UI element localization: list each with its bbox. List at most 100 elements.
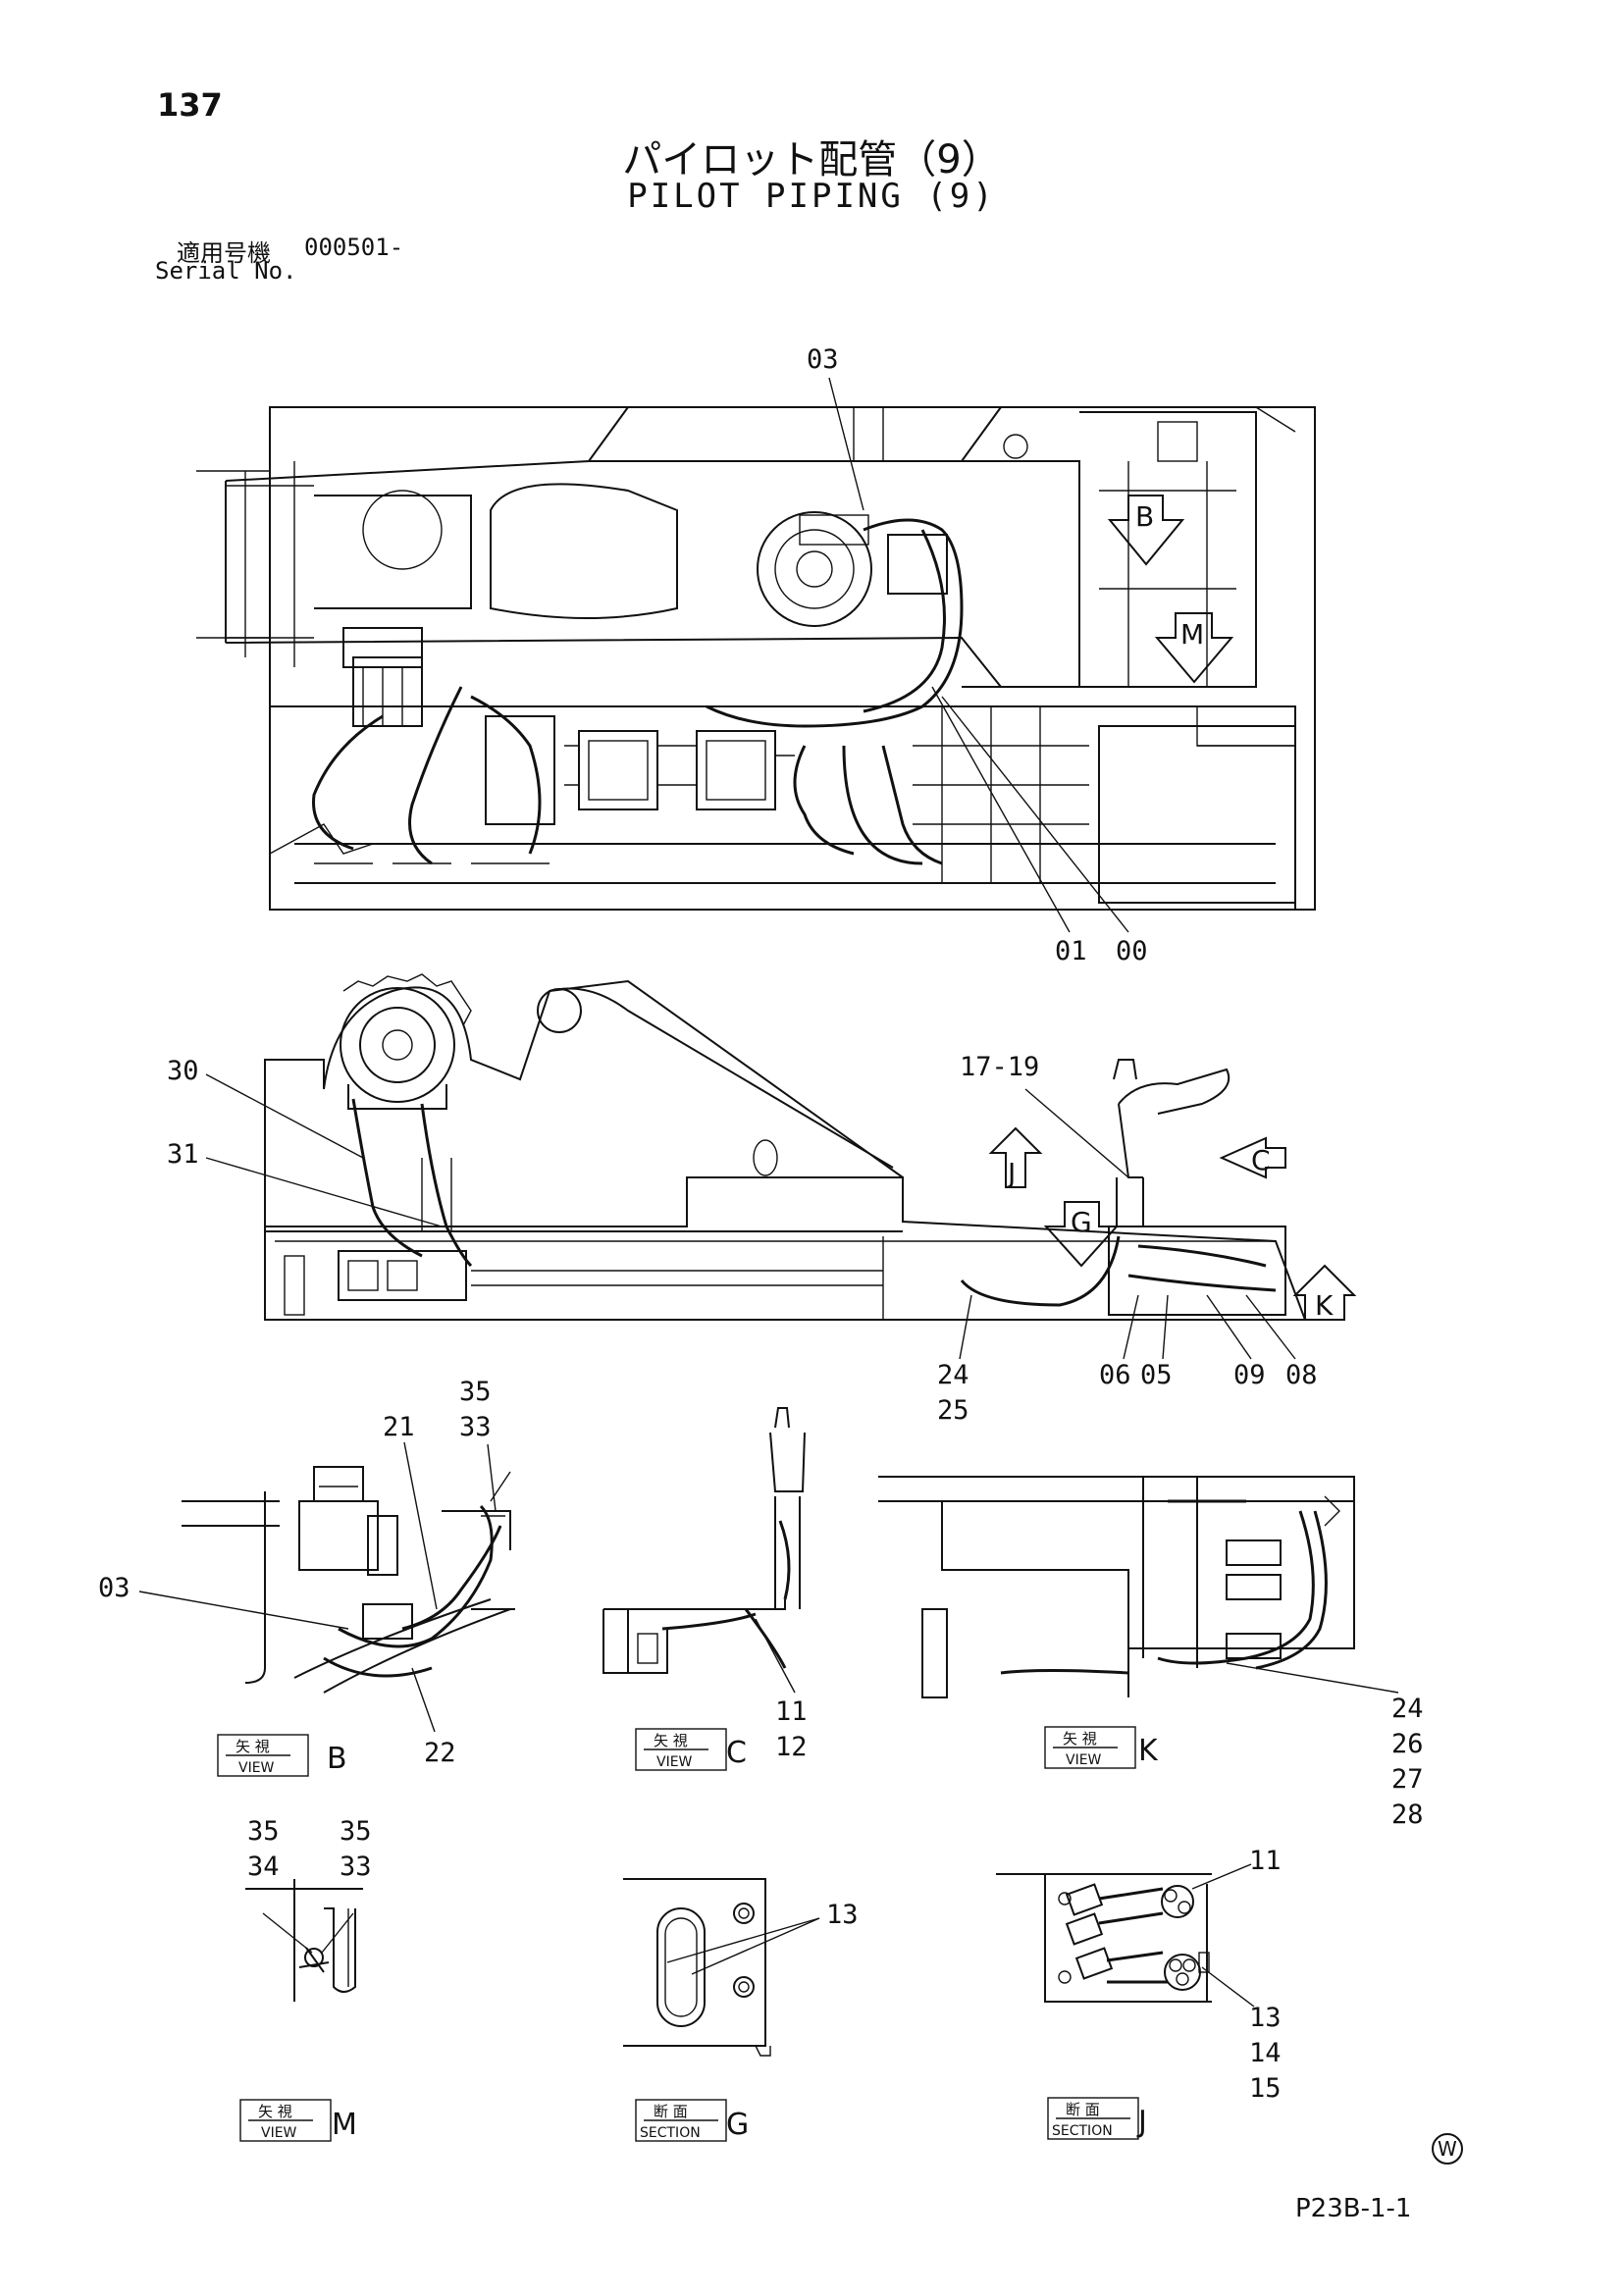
leader-35-33b (321, 1912, 354, 1954)
callout-08: 08 (1285, 1360, 1318, 1390)
section-arrow-j: J (988, 1126, 1043, 1189)
serial-label-japanese: 適用号機 (177, 239, 271, 267)
callout-34: 34 (247, 1852, 280, 1882)
svg-text:K: K (1315, 1289, 1334, 1322)
callout-13b: 13 (1249, 2003, 1282, 2033)
callout-35a: 35 (459, 1377, 492, 1407)
section-j-detail (996, 1873, 1212, 2003)
svg-text:VIEW: VIEW (656, 1754, 693, 1770)
callout-09: 09 (1233, 1360, 1266, 1390)
callout-35b: 35 (247, 1816, 280, 1847)
section-label-g: 断 面 SECTION G (635, 2099, 749, 2142)
callout-22: 22 (424, 1738, 456, 1768)
leader-05 (1162, 1294, 1169, 1360)
callout-12: 12 (775, 1732, 808, 1762)
reference-code: P23B-1-1 (1295, 2194, 1412, 2223)
svg-text:J: J (1136, 2105, 1147, 2139)
watermark-logo: W (1432, 2133, 1463, 2165)
leader-31 (205, 1157, 443, 1227)
callout-30: 30 (167, 1056, 199, 1086)
callout-33a: 33 (459, 1412, 492, 1442)
callout-24b: 24 (1391, 1694, 1424, 1724)
view-c-detail (602, 1407, 806, 1674)
svg-text:矢 視: 矢 視 (654, 1732, 688, 1749)
leader-09 (1206, 1294, 1252, 1360)
view-m-detail (245, 1879, 363, 2002)
svg-text:SECTION: SECTION (1052, 2123, 1113, 2139)
serial-number-value: 000501- (304, 234, 404, 261)
view-label-m: 矢 視 VIEW M (239, 2099, 357, 2142)
callout-06: 06 (1099, 1360, 1131, 1390)
leader-13-15 (1201, 1966, 1255, 2008)
callout-21: 21 (383, 1412, 415, 1442)
leader-22 (411, 1667, 436, 1733)
page-title-english: PILOT PIPING (9) (627, 177, 996, 216)
view-label-b: 矢 視 VIEW B (217, 1734, 347, 1777)
svg-text:C: C (726, 1736, 747, 1770)
leader-11b (1191, 1863, 1252, 1890)
callout-05: 05 (1140, 1360, 1173, 1390)
svg-text:SECTION: SECTION (640, 2125, 701, 2141)
leader-35-34 (262, 1912, 313, 1954)
svg-text:矢 視: 矢 視 (1063, 1730, 1097, 1748)
serial-label-english: Serial No. (155, 257, 297, 285)
svg-text:G: G (726, 2108, 749, 2142)
leader-08 (1245, 1294, 1296, 1360)
callout-14: 14 (1249, 2038, 1282, 2068)
svg-text:VIEW: VIEW (1066, 1752, 1102, 1768)
leader-30 (205, 1073, 364, 1159)
callout-25: 25 (937, 1395, 969, 1426)
callout-27: 27 (1391, 1764, 1424, 1795)
leader-01 (931, 686, 1071, 933)
callout-24: 24 (937, 1360, 969, 1390)
leader-13a-1 (666, 1917, 820, 1963)
svg-text:矢 視: 矢 視 (258, 2103, 292, 2120)
leader-24-28 (1226, 1662, 1399, 1694)
svg-text:B: B (1135, 500, 1154, 533)
page-title-japanese: パイロット配管（9） (622, 137, 1001, 183)
main-plan-view (196, 406, 1316, 911)
view-b-detail (182, 1466, 515, 1694)
svg-text:G: G (1071, 1206, 1092, 1238)
svg-text:K: K (1138, 1734, 1159, 1768)
callout-13a: 13 (826, 1900, 859, 1930)
view-arrow-c: C (1219, 1136, 1286, 1179)
side-elevation-view (264, 973, 1307, 1321)
callout-00: 00 (1116, 936, 1148, 966)
view-k-detail (878, 1476, 1355, 1698)
section-label-j: 断 面 SECTION J (1047, 2097, 1147, 2140)
callout-03-top: 03 (807, 344, 839, 375)
svg-text:J: J (1006, 1157, 1016, 1189)
svg-text:矢 視: 矢 視 (236, 1738, 270, 1755)
svg-text:M: M (332, 2108, 357, 2142)
svg-text:VIEW: VIEW (238, 1760, 275, 1776)
callout-28: 28 (1391, 1800, 1424, 1830)
callout-17-19: 17-19 (960, 1052, 1039, 1082)
svg-text:M: M (1180, 618, 1204, 651)
leader-17-19 (1024, 1088, 1129, 1178)
view-arrow-k: K (1292, 1264, 1357, 1322)
section-g-detail (623, 1878, 771, 2057)
leader-11a (755, 1618, 796, 1694)
callout-26: 26 (1391, 1729, 1424, 1759)
callout-33b: 33 (340, 1852, 372, 1882)
section-arrow-g: G (1043, 1201, 1120, 1268)
leader-00 (941, 696, 1129, 933)
view-arrow-b: B (1107, 495, 1185, 566)
callout-11b: 11 (1249, 1846, 1282, 1876)
svg-text:断 面: 断 面 (654, 2103, 688, 2120)
leader-35-33a (487, 1443, 497, 1512)
leader-06 (1123, 1294, 1139, 1360)
page-number: 137 (157, 86, 223, 124)
svg-text:W: W (1438, 2137, 1457, 2161)
svg-text:B: B (327, 1742, 347, 1776)
callout-31: 31 (167, 1139, 199, 1170)
view-label-c: 矢 視 VIEW C (635, 1728, 747, 1771)
leader-03-top (828, 377, 864, 511)
leader-21 (403, 1441, 438, 1610)
view-label-k: 矢 視 VIEW K (1044, 1726, 1159, 1769)
leader-03b (138, 1591, 349, 1630)
svg-text:C: C (1251, 1144, 1271, 1176)
leader-24-25 (959, 1294, 972, 1360)
